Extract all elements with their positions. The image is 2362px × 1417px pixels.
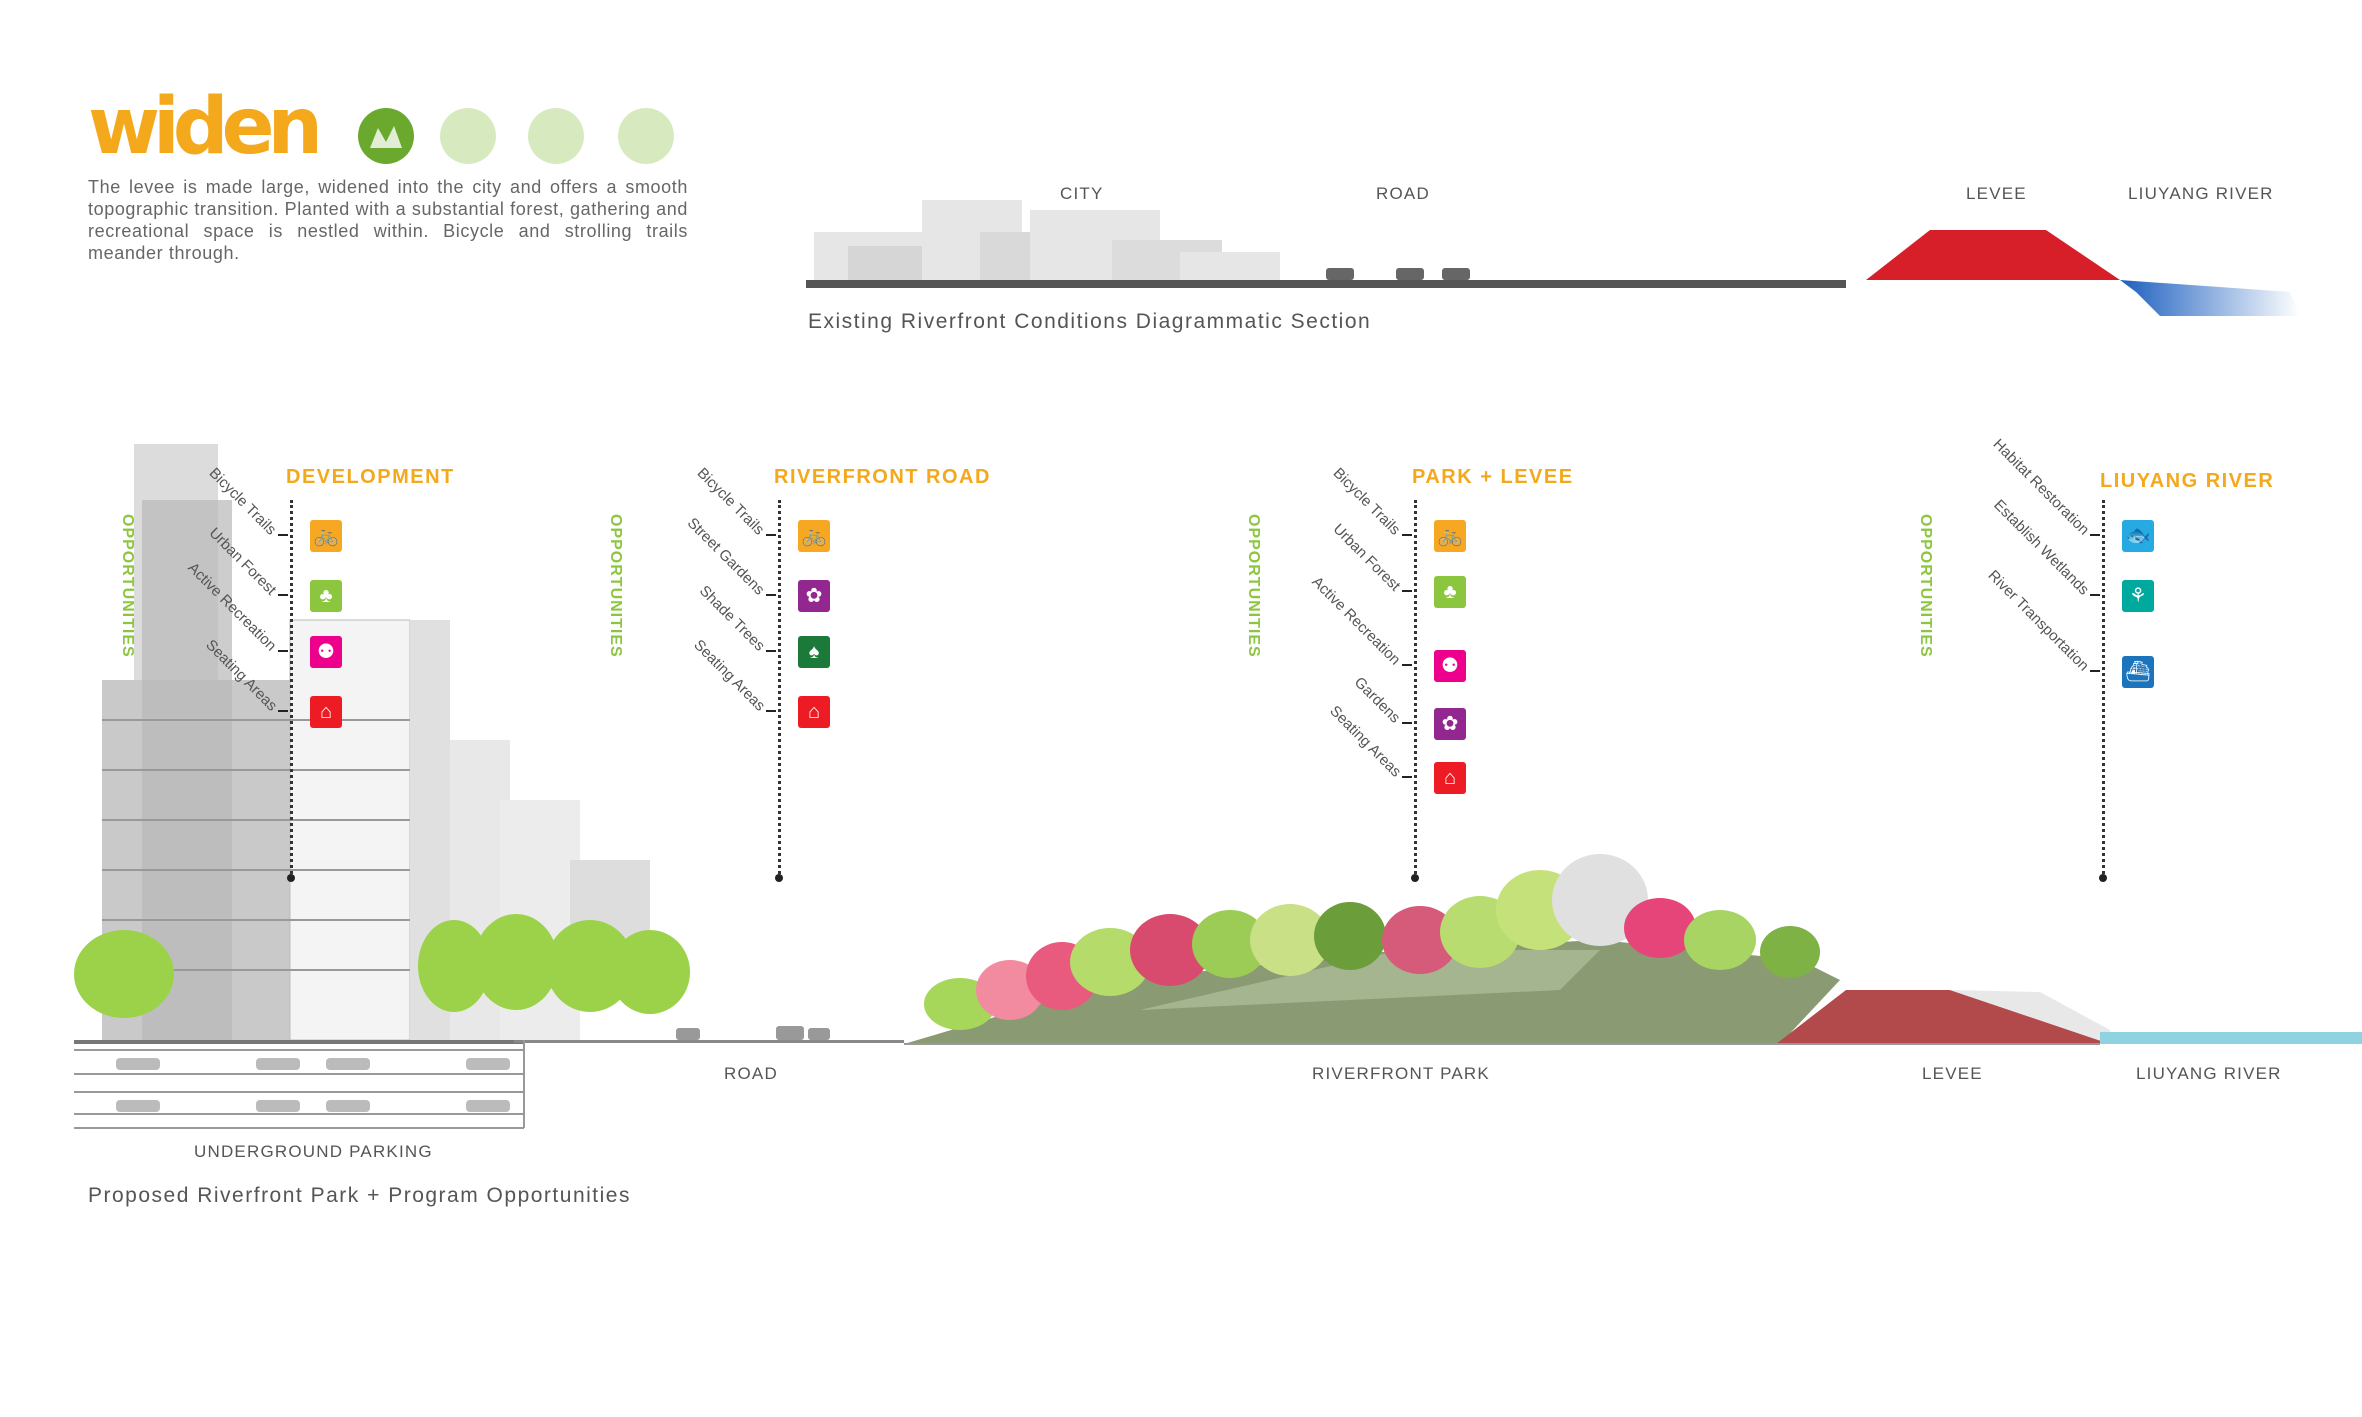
- park-trees: [924, 854, 1820, 1030]
- proposed-label-parking: UNDERGROUND PARKING: [194, 1142, 433, 1161]
- road-cars: [1326, 268, 1470, 280]
- proposed-label-levee: LEVEE: [1922, 1064, 1983, 1083]
- group-title: RIVERFRONT ROAD: [774, 466, 991, 488]
- seating-icon: ⌂: [310, 696, 342, 728]
- bicycle-icon: 🚲: [798, 520, 830, 552]
- levee-revetment: [1950, 990, 2110, 1044]
- bicycle-icon: 🚲: [1434, 520, 1466, 552]
- fish-icon: 🐟: [2122, 520, 2154, 552]
- road-surface: [514, 1040, 904, 1043]
- recreation-icon: ⚉: [310, 636, 342, 668]
- underground-parking: [74, 1040, 525, 1129]
- thumbnail-icon: [528, 108, 584, 164]
- program-tick: [1402, 664, 1412, 666]
- existing-label-levee: LEVEE: [1966, 184, 2027, 203]
- stem-anchor-dot: [287, 874, 295, 882]
- group-title: LIUYANG RIVER: [2100, 470, 2275, 492]
- opportunities-label: OPPORTUNITIES: [607, 514, 624, 658]
- program-stem-line: [1414, 500, 1417, 874]
- existing-label-city: CITY: [1060, 184, 1104, 203]
- road-cars-proposed: [676, 1026, 830, 1040]
- existing-ground-line: [806, 280, 1846, 288]
- program-tick: [766, 650, 776, 652]
- bicycle-icon: 🚲: [310, 520, 342, 552]
- seating-icon: ⌂: [1434, 762, 1466, 794]
- proposed-label-park: RIVERFRONT PARK: [1312, 1064, 1490, 1083]
- proposed-levee-shape: [1776, 990, 2110, 1044]
- program-tick: [2090, 594, 2100, 596]
- existing-caption: Existing Riverfront Conditions Diagramma…: [808, 310, 1372, 333]
- existing-label-river: LIUYANG RIVER: [2128, 184, 2274, 203]
- group-title: DEVELOPMENT: [286, 466, 455, 488]
- stem-anchor-dot: [2099, 874, 2107, 882]
- opportunities-label: OPPORTUNITIES: [1917, 514, 1934, 658]
- recreation-icon: ⚉: [1434, 650, 1466, 682]
- parking-cars: [116, 1058, 510, 1112]
- proposed-label-road: ROAD: [724, 1064, 778, 1083]
- plaza-ground: [74, 1040, 524, 1044]
- program-tick: [1402, 776, 1412, 778]
- program-tick: [1402, 722, 1412, 724]
- proposed-label-river: LIUYANG RIVER: [2136, 1064, 2282, 1083]
- forest-icon: ♣: [1434, 576, 1466, 608]
- thumbnail-active-icon: [358, 108, 414, 164]
- existing-river-shape: [2120, 280, 2300, 316]
- boat-icon: ⛴: [2122, 656, 2154, 688]
- intro-text: The levee is made large, widened into th…: [88, 177, 688, 263]
- program-tick: [2090, 534, 2100, 536]
- program-tick: [278, 594, 288, 596]
- page-title: widen: [88, 82, 323, 172]
- thumbnail-icons: [358, 108, 674, 164]
- program-tick: [2090, 670, 2100, 672]
- city-blocks: [814, 200, 1280, 282]
- seating-icon: ⌂: [798, 696, 830, 728]
- tree-icon: ♠: [798, 636, 830, 668]
- forest-icon: ♣: [310, 580, 342, 612]
- wetland-icon: ⚘: [2122, 580, 2154, 612]
- thumbnail-icon: [618, 108, 674, 164]
- stem-anchor-dot: [775, 874, 783, 882]
- program-stem-line: [778, 500, 781, 874]
- proposed-caption: Proposed Riverfront Park + Program Oppor…: [88, 1184, 631, 1207]
- opportunities-label: OPPORTUNITIES: [119, 514, 136, 658]
- group-title: PARK + LEVEE: [1412, 466, 1574, 488]
- figure-icon: [370, 126, 402, 148]
- garden-icon: ✿: [798, 580, 830, 612]
- proposed-river: [2100, 1032, 2362, 1044]
- program-tick: [766, 594, 776, 596]
- program-tick: [278, 650, 288, 652]
- opportunities-label: OPPORTUNITIES: [1245, 514, 1262, 658]
- garden-icon: ✿: [1434, 708, 1466, 740]
- program-tick: [766, 710, 776, 712]
- program-tick: [766, 534, 776, 536]
- stem-anchor-dot: [1411, 874, 1419, 882]
- development-trees: [74, 914, 690, 1018]
- thumbnail-icon: [440, 108, 496, 164]
- existing-label-road: ROAD: [1376, 184, 1430, 203]
- thumbnail-strip: [356, 108, 696, 173]
- program-tick: [278, 710, 288, 712]
- program-tick: [278, 534, 288, 536]
- program-tick: [1402, 590, 1412, 592]
- existing-levee-shape: [1866, 230, 2120, 280]
- program-stem-line: [2102, 500, 2105, 874]
- program-stem-line: [290, 500, 293, 874]
- program-tick: [1402, 534, 1412, 536]
